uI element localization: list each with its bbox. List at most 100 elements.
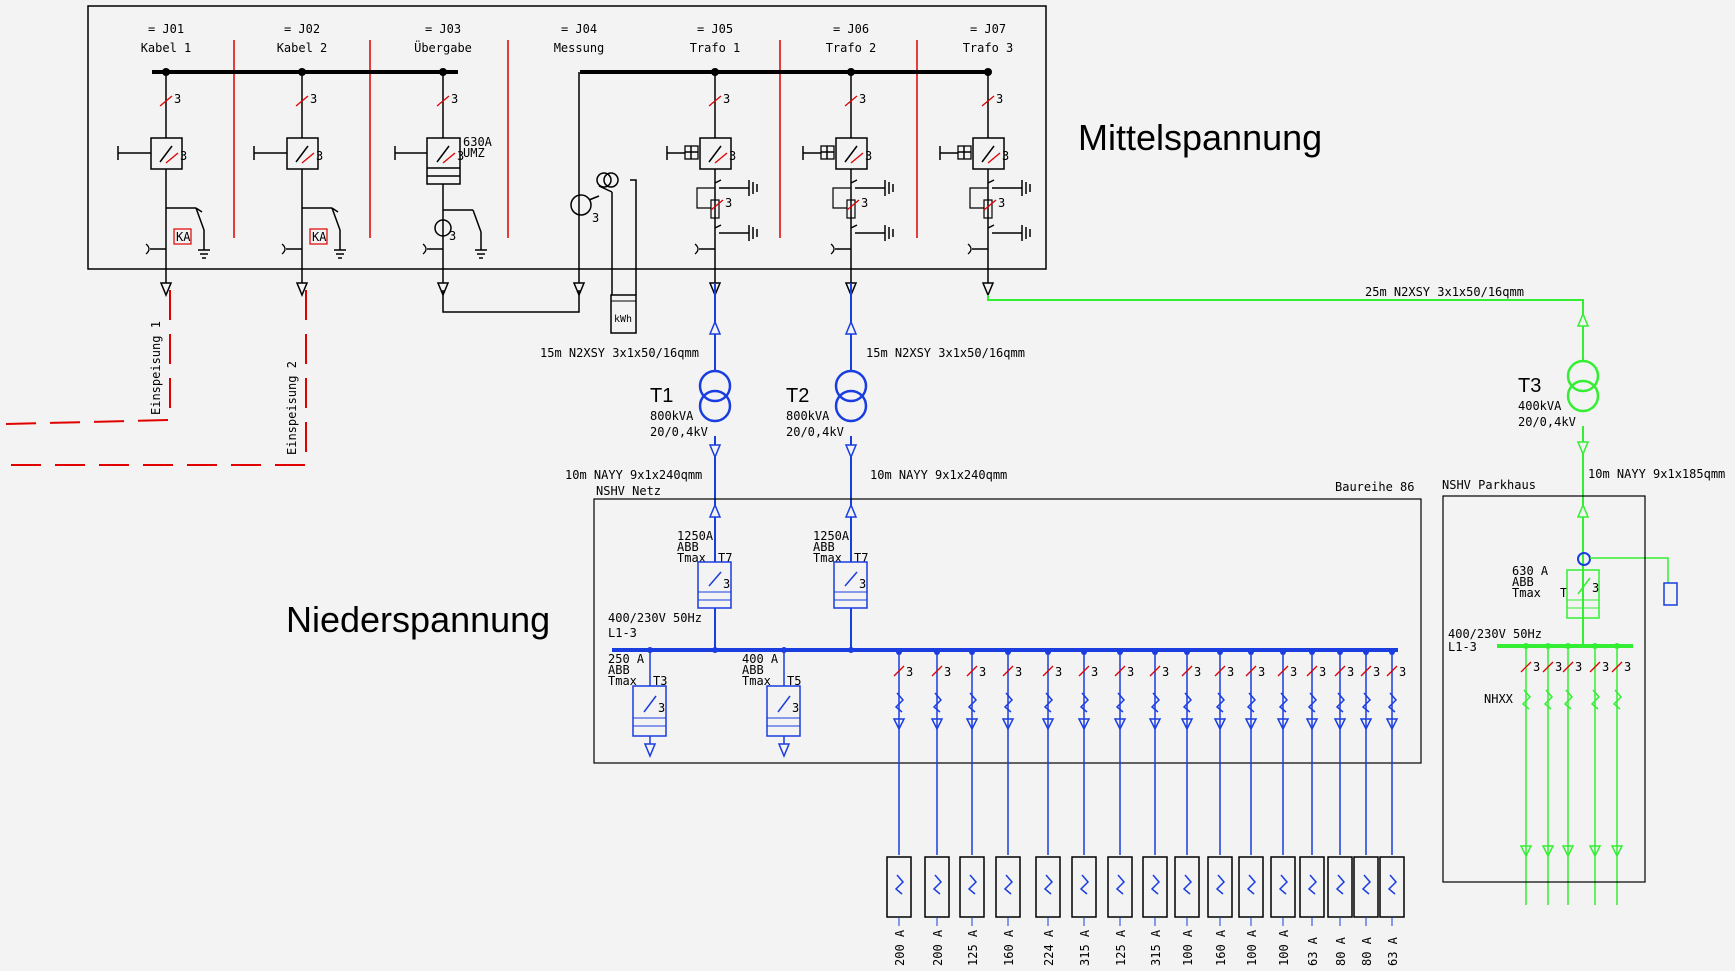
pole-count-label: 3 [1319,665,1326,679]
nshv-netz-title: NSHV Netz [596,484,661,498]
outgoing-feeder: 3 160 A [1207,649,1234,966]
transformer-ratio-label: 20/0,4kV [786,425,844,439]
outgoing-feeder: 3 315 A [1071,649,1098,966]
nshv-parkhaus-frame [1442,495,1646,883]
mv-cable-label: 25m N2XSY 3x1x50/16qmm [1365,285,1524,299]
pole-count-label: 3 [865,149,872,163]
outgoing-feeder: 363 A [1379,649,1406,966]
parkhaus-feeder: 3 [1541,643,1562,905]
park-breaker-maker: ABB [1512,575,1534,589]
feeder-rating-label: 80 A [1360,936,1374,966]
pole-count-label: 3 [1290,665,1297,679]
parkhaus-feeder: 3 [1610,643,1631,905]
park-fuse-label: NHXX [1484,692,1514,706]
feeder-rating-label: 100 A [1181,929,1195,966]
feeder-rating-label: 315 A [1149,929,1163,966]
feeder-rating-label: 63 A [1386,936,1400,966]
kwh-meter: kWh [610,179,637,334]
pole-count-label: 3 [1575,660,1582,674]
mv-cable-label: 15m N2XSY 3x1x50/16qmm [540,346,699,360]
pole-count-label: 3 [1055,665,1062,679]
trafo-field-2: 3 3 3 [802,68,894,297]
feeder-type-label: Tmax [608,674,637,688]
feeder-rating-label: 63 A [1306,936,1320,966]
pole-count-label: 3 [451,92,458,106]
pole-count-label: 3 [1555,660,1562,674]
pole-count-label: 3 [979,665,986,679]
main-breaker-type: Tmax [677,551,706,565]
pole-count-label: 3 [1602,660,1609,674]
bus-voltage-label: 400/230V 50Hz [1448,627,1542,641]
feeder-rating-label: 125 A [1114,929,1128,966]
pole-count-label: 3 [1624,660,1631,674]
main-breaker-type: Tmax [813,551,842,565]
breaker-rating-label: 630A [463,135,493,149]
feeder-rating-label: 400 A [742,652,779,666]
measurement-field: 3 [570,72,619,297]
trafo-field-3: 333 [939,68,1031,297]
ka-label: KA [312,230,327,244]
pole-count-label: 3 [859,92,866,106]
pole-count-label: 3 [996,92,1003,106]
feed-label-2: Einspeisung 2 [285,361,299,455]
pole-count-label: 3 [861,196,868,210]
mv-heading: Mittelspannung [1078,117,1322,158]
pole-count-label: 3 [723,92,730,106]
pole-count-label: 3 [1127,665,1134,679]
feeder-rating-label: 315 A [1078,929,1092,966]
pole-count-label: 3 [1227,665,1234,679]
lv-cable-label: 10m NAYY 9x1x185qmm [1588,467,1725,481]
transformer-power-label: 400kVA [1518,399,1562,413]
park-breaker-size: T [1560,586,1567,600]
feeder-rating-label: 224 A [1042,929,1056,966]
feed-cables: Einspeisung 1 Einspeisung 2 [5,290,307,466]
pole-count-label: 3 [449,229,456,243]
series-label: Baureihe 86 [1335,480,1414,494]
transformer-power-label: 800kVA [650,409,694,423]
pole-count-label: 3 [998,196,1005,210]
pole-count-label: 3 [457,149,464,163]
lv-cable-label: 10m NAYY 9x1x240qmm [870,468,1007,482]
bus-phases-label: L1-3 [608,626,637,640]
field-name-label: Kabel 1 [141,41,192,55]
pole-count-label: 3 [725,196,732,210]
field-name-label: Trafo 1 [690,41,741,55]
pole-count-label: 3 [1091,665,1098,679]
feeder-rating-label: 160 A [1214,929,1228,966]
transformer-power-label: 800kVA [786,409,830,423]
park-breaker-rating: 630 A [1512,564,1549,578]
pole-count-label: 3 [1373,665,1380,679]
parkhaus-feeder: 3 [1561,643,1582,905]
feeder-rating-label: 100 A [1277,929,1291,966]
main-breaker-rating: 1250A [813,529,850,543]
transformer-name-label: T2 [786,385,809,407]
pole-count-label: 3 [174,92,181,106]
feeder-rating-label: 100 A [1245,929,1259,966]
feeder-size-label: T5 [787,674,801,688]
pole-count-label: 3 [729,149,736,163]
feeder-type-label: Tmax [742,674,771,688]
outgoing-feeder: 380 A [1327,649,1354,966]
lv-heading: Niederspannung [286,599,550,640]
field-name-label: Messung [554,41,605,55]
field-id-label: = J04 [561,22,597,36]
main-breaker-maker: ABB [813,540,835,554]
feeder-rating-label: 125 A [966,929,980,966]
pole-count-label: 3 [180,149,187,163]
pole-count-label: 3 [1592,581,1599,595]
bus-phases-label: L1-3 [1448,640,1477,654]
trafo-field-1: 3 3 3 [666,68,758,297]
